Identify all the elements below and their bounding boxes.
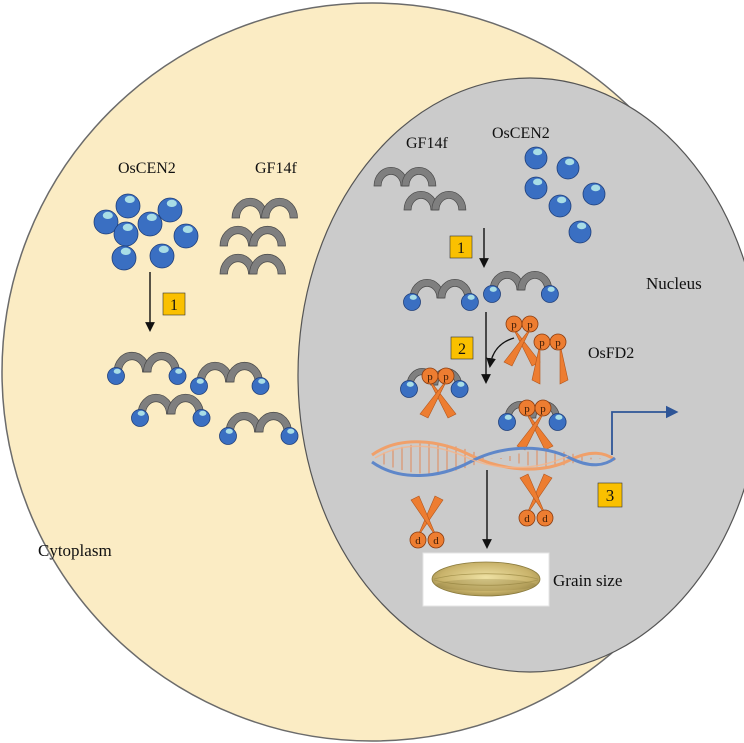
svg-text:p: p bbox=[555, 337, 561, 349]
oscen2-protein bbox=[400, 380, 418, 398]
step-badge-nucleus-1: 1 bbox=[449, 235, 473, 259]
oscen2-protein bbox=[93, 209, 119, 235]
oscen2-protein bbox=[548, 413, 567, 431]
oscen2-protein bbox=[173, 223, 199, 249]
oscen2-protein bbox=[113, 221, 139, 247]
oscen2-protein bbox=[131, 409, 149, 427]
gf14f-dimer bbox=[231, 197, 298, 219]
gf14f-dimer bbox=[403, 191, 467, 211]
oscen2-protein bbox=[524, 176, 548, 200]
svg-text:p: p bbox=[427, 371, 433, 383]
svg-text:p: p bbox=[540, 403, 546, 415]
oscen2-protein bbox=[540, 285, 559, 303]
oscen2-protein bbox=[115, 193, 141, 219]
nucleus-label: Nucleus bbox=[646, 274, 702, 293]
svg-text:3: 3 bbox=[606, 486, 615, 505]
oscen2-protein bbox=[403, 293, 421, 311]
svg-text:1: 1 bbox=[170, 297, 178, 314]
oscen2-nucleus-label: OsCEN2 bbox=[492, 125, 550, 142]
grain-size-label: Grain size bbox=[553, 571, 622, 590]
oscen2-protein bbox=[157, 197, 183, 223]
oscen2-gf14f-complex bbox=[190, 361, 270, 395]
svg-text:p: p bbox=[527, 319, 533, 331]
svg-text:p: p bbox=[511, 319, 517, 331]
oscen2-protein bbox=[192, 409, 211, 427]
nucleus-region bbox=[297, 77, 744, 673]
oscen2-protein bbox=[107, 367, 125, 385]
oscen2-protein bbox=[149, 243, 175, 269]
gf14f-cytoplasm-label: GF14f bbox=[255, 160, 297, 177]
gf14f-dimer bbox=[219, 253, 286, 275]
step-badge-nucleus-2: 2 bbox=[450, 336, 474, 360]
oscen2-protein bbox=[460, 293, 479, 311]
oscen2-protein bbox=[450, 380, 469, 398]
grain-image bbox=[422, 552, 550, 607]
oscen2-cytoplasm-label: OsCEN2 bbox=[118, 160, 176, 177]
oscen2-protein bbox=[568, 220, 592, 244]
step-badge-cyto-1: 1 bbox=[162, 292, 186, 316]
oscen2-protein bbox=[251, 377, 270, 395]
oscen2-protein bbox=[190, 377, 208, 395]
svg-text:p: p bbox=[539, 337, 545, 349]
oscen2-gf14f-complex bbox=[403, 279, 479, 311]
transcription-arrow bbox=[611, 405, 679, 455]
nucleus-free-proteins bbox=[373, 146, 606, 244]
oscen2-gf14f-complex bbox=[483, 271, 559, 303]
oscen2-protein bbox=[483, 285, 501, 303]
oscen2-protein bbox=[137, 211, 163, 237]
svg-text:2: 2 bbox=[458, 341, 466, 358]
osfd2-label: OsFD2 bbox=[588, 345, 634, 362]
cytoplasm-label: Cytoplasm bbox=[38, 541, 112, 560]
gf14f-dimer bbox=[373, 167, 437, 187]
cytoplasm-complexes bbox=[107, 351, 299, 445]
dna-helix bbox=[371, 440, 616, 478]
oscen2-protein bbox=[556, 156, 580, 180]
oscen2-protein bbox=[548, 194, 572, 218]
oscen2-protein bbox=[219, 427, 237, 445]
svg-text:1: 1 bbox=[457, 240, 465, 257]
osfd2-recruit-arrow bbox=[486, 337, 515, 368]
svg-text:p: p bbox=[443, 371, 449, 383]
gf14f-dimer bbox=[219, 225, 286, 247]
oscen2-gf14f-complex bbox=[107, 351, 187, 385]
svg-text:d: d bbox=[415, 535, 421, 547]
svg-text:p: p bbox=[524, 403, 530, 415]
step-badge-nucleus-3: 3 bbox=[597, 482, 623, 508]
svg-text:d: d bbox=[433, 535, 439, 547]
gf14f-nucleus-label: GF14f bbox=[406, 135, 448, 152]
oscen2-gf14f-complex bbox=[131, 393, 211, 427]
oscen2-protein bbox=[280, 427, 299, 445]
svg-text:d: d bbox=[542, 513, 548, 525]
oscen2-protein bbox=[582, 182, 606, 206]
oscen2-gf14f-complex bbox=[219, 411, 299, 445]
cytoplasm-free-proteins bbox=[93, 193, 298, 275]
svg-text:d: d bbox=[524, 513, 530, 525]
oscen2-protein bbox=[498, 413, 516, 431]
oscen2-protein bbox=[168, 367, 187, 385]
gf14f-dimer bbox=[113, 351, 180, 373]
oscen2-protein bbox=[524, 146, 548, 170]
oscen2-protein bbox=[111, 245, 137, 271]
